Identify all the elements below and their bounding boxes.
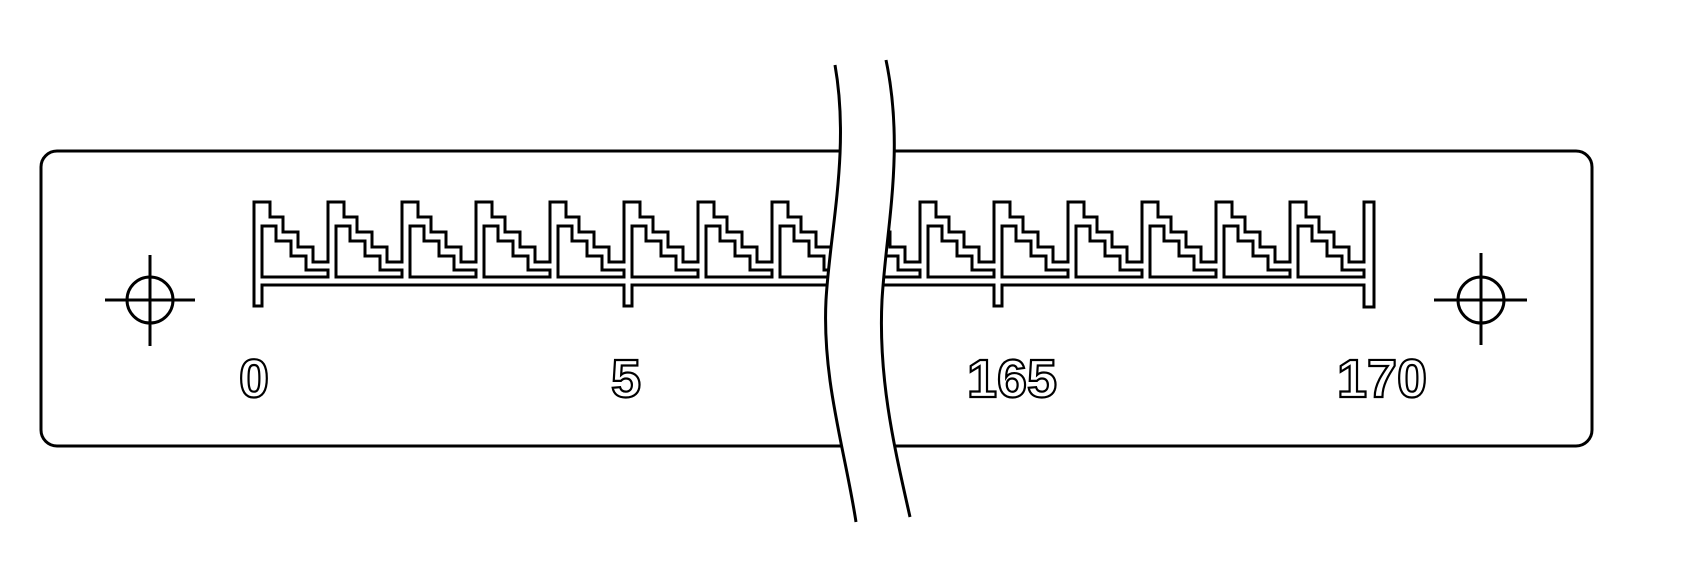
tooth-5: [630, 224, 700, 279]
tooth-11: [1074, 224, 1144, 279]
tooth-12: [1148, 224, 1218, 279]
crosshair-right-icon: [1434, 253, 1527, 345]
tooth-3: [482, 224, 552, 279]
crosshair-left-icon: [105, 255, 195, 346]
tooth-6: [704, 224, 774, 279]
tooth-14: [1296, 224, 1366, 279]
tooth-2: [408, 224, 478, 279]
tooth-10: [1000, 224, 1070, 279]
tooth-13: [1222, 224, 1292, 279]
tooth-9: [926, 224, 996, 279]
tooth-0: [260, 224, 330, 279]
tick-label-5: 5: [611, 349, 641, 409]
tick-label-165: 165: [967, 349, 1057, 409]
tick-label-170: 170: [1337, 349, 1427, 409]
stepped-comb-scale: [252, 200, 1376, 309]
break-line-left: [824, 64, 858, 523]
tooth-1: [334, 224, 404, 279]
tooth-4: [556, 224, 626, 279]
plate-outline: [39, 149, 1594, 448]
break-line-right: [879, 59, 912, 518]
tick-label-0: 0: [239, 349, 269, 409]
break-mask: [825, 60, 910, 522]
